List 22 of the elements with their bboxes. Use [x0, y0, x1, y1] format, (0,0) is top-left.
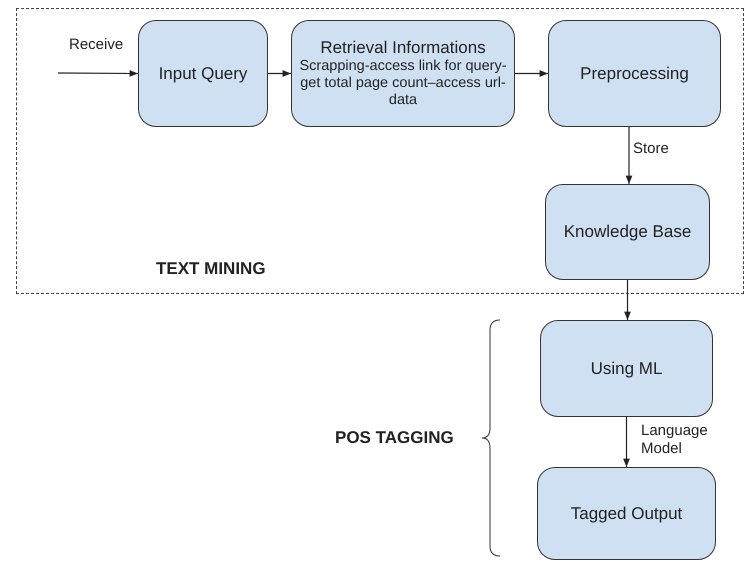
- process-box: [291, 20, 515, 127]
- box-label: Knowledge Base: [564, 222, 692, 242]
- arrow: [58, 70, 138, 77]
- group-title: TEXT MINING: [156, 259, 266, 279]
- box-heading: Retrieval Informations: [320, 38, 486, 58]
- box-label: Preprocessing: [580, 64, 689, 84]
- arrow: [626, 127, 632, 184]
- box-label: Input Query: [158, 64, 248, 84]
- box-label: Tagged Output: [570, 504, 682, 524]
- process-box: [537, 467, 716, 560]
- arrow: [515, 70, 548, 77]
- process-box: [548, 20, 721, 127]
- box-description: Scrapping-access link for query-get total page count–access url-data: [298, 58, 508, 109]
- section-label: POS TAGGING: [335, 428, 454, 448]
- dashed-group-frame: [16, 8, 744, 294]
- box-label: Using ML: [590, 358, 662, 378]
- process-box: [540, 320, 713, 417]
- arrow: [623, 417, 630, 467]
- process-box: [545, 184, 710, 280]
- arrow: [268, 70, 291, 77]
- arrow: [624, 280, 631, 320]
- process-box: [138, 20, 268, 127]
